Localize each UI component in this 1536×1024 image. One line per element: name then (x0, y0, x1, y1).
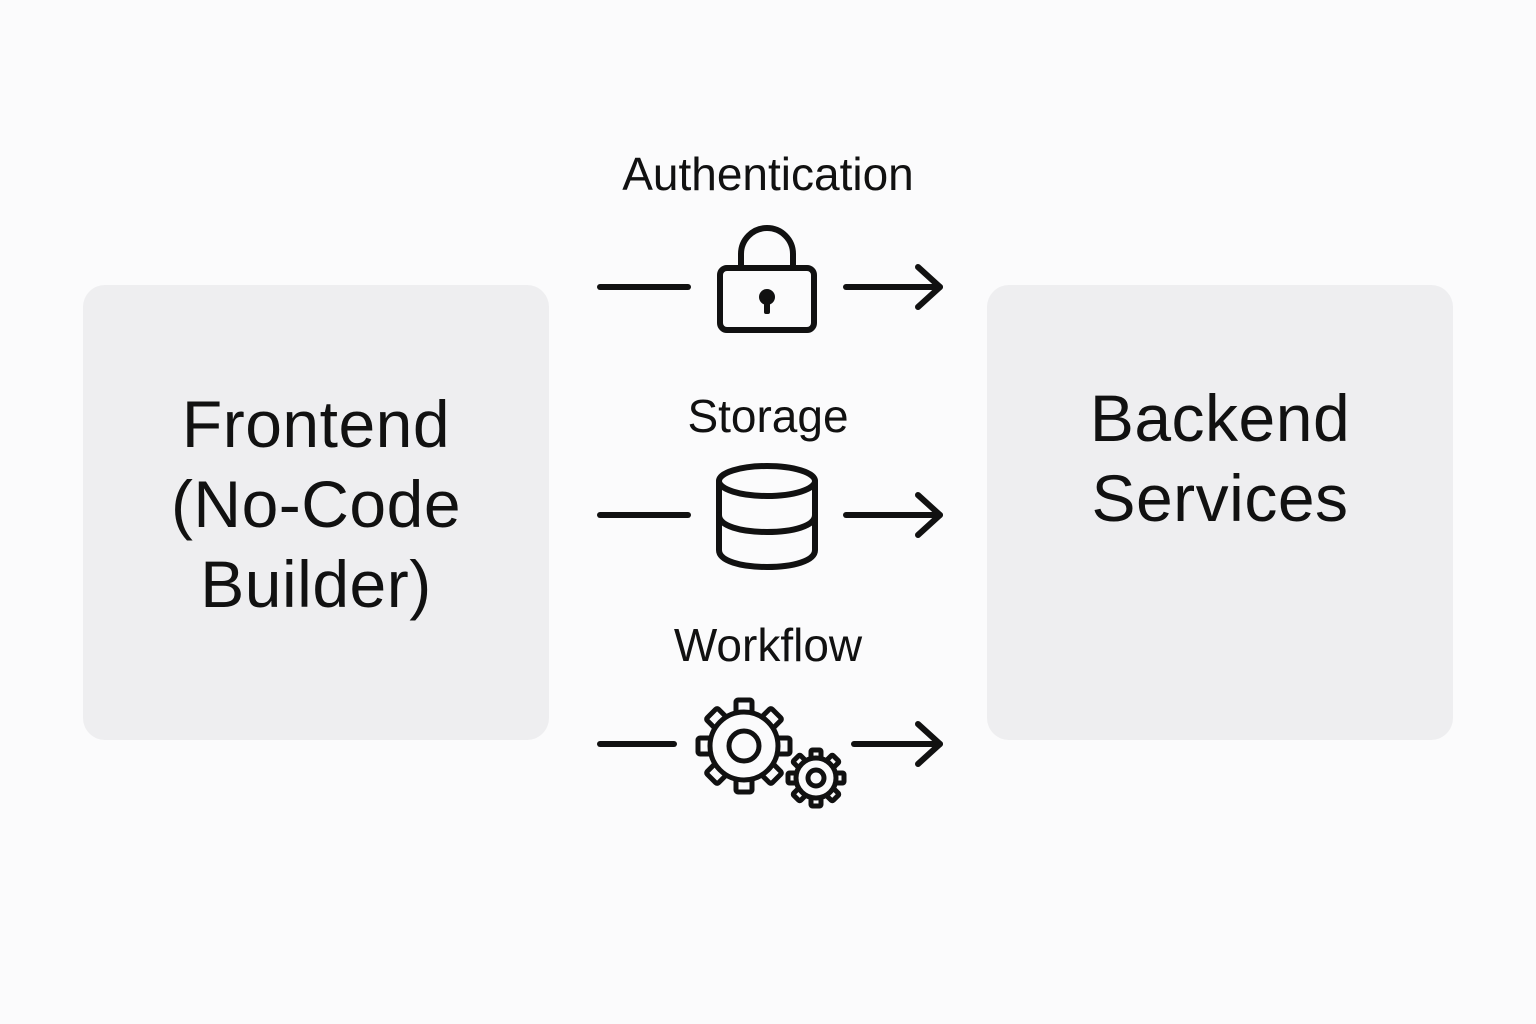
authentication-arrowhead (915, 264, 943, 310)
frontend-box: Frontend (No-Code Builder) (83, 285, 549, 740)
workflow-arrowhead (915, 721, 943, 767)
workflow-connector (597, 721, 943, 767)
workflow-label: Workflow (673, 619, 863, 671)
authentication-label: Authentication (622, 148, 914, 200)
frontend-line-2: (No-Code (170, 466, 462, 541)
database-icon (716, 463, 818, 570)
frontend-label: Frontend (No-Code Builder) (171, 384, 461, 624)
lock-keyhole (759, 289, 775, 314)
frontend-line-3: Builder) (200, 546, 432, 621)
backend-box: Backend Services (987, 285, 1453, 740)
backend-line-1: Backend (1089, 380, 1351, 455)
backend-line-2: Services (1091, 460, 1349, 535)
frontend-line-1: Frontend (181, 386, 451, 461)
backend-label: Backend Services (1090, 378, 1350, 538)
storage-connector (597, 492, 943, 538)
lock-icon (717, 225, 817, 333)
storage-arrowhead (915, 492, 943, 538)
authentication-connector (597, 264, 943, 310)
small-gear (785, 747, 847, 809)
gears-icon (695, 697, 847, 809)
large-gear (695, 697, 793, 795)
storage-label: Storage (687, 390, 849, 442)
